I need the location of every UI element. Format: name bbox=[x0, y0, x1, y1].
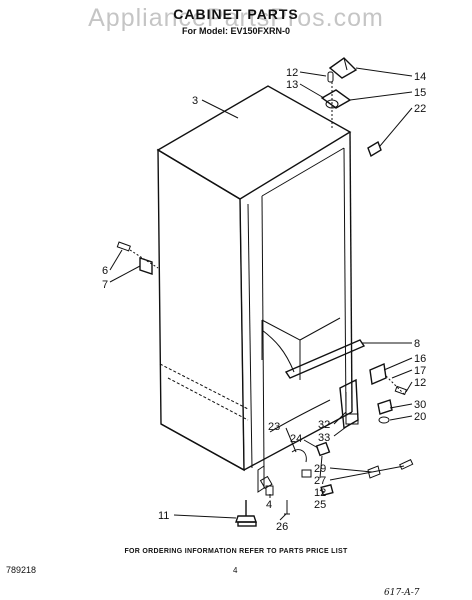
callout-17: 17 bbox=[414, 365, 426, 377]
callout-7: 7 bbox=[102, 279, 108, 291]
callout-29: 29 bbox=[314, 463, 326, 475]
callout-20: 20 bbox=[414, 411, 426, 423]
handwritten-note: 617-A-7 bbox=[384, 588, 420, 598]
callout-13: 13 bbox=[286, 79, 298, 91]
ordering-note: FOR ORDERING INFORMATION REFER TO PARTS … bbox=[124, 548, 348, 555]
callout-3: 3 bbox=[192, 95, 198, 107]
leader-lines bbox=[109, 67, 413, 521]
diagram-title: CABINET PARTS bbox=[173, 6, 299, 22]
document-code: 789218 bbox=[6, 565, 37, 575]
callout-24: 24 bbox=[290, 433, 302, 445]
right-lower-parts bbox=[265, 339, 414, 515]
top-hinge-assembly bbox=[320, 57, 382, 158]
callout-26: 26 bbox=[276, 521, 288, 533]
model-subtitle: For Model: EV150FXRN-0 bbox=[181, 26, 291, 36]
watermark: AppliancePartsPros.com bbox=[88, 4, 384, 32]
callout-27: 27 bbox=[314, 475, 326, 487]
callout-12: 12 bbox=[286, 67, 298, 79]
callout-6: 6 bbox=[102, 265, 108, 277]
callout-4: 4 bbox=[266, 499, 272, 511]
callout-12-bottom: 12 bbox=[314, 487, 326, 499]
callout-16: 16 bbox=[414, 353, 426, 365]
callout-22: 22 bbox=[414, 103, 426, 115]
callout-15: 15 bbox=[414, 87, 426, 99]
callout-23: 23 bbox=[268, 421, 280, 433]
callout-30: 30 bbox=[414, 399, 426, 411]
callout-25: 25 bbox=[314, 499, 326, 511]
callout-12-right: 12 bbox=[414, 377, 426, 389]
callout-14: 14 bbox=[414, 71, 426, 83]
callout-33: 33 bbox=[318, 432, 330, 444]
page-number: 4 bbox=[233, 566, 238, 575]
callout-11: 11 bbox=[158, 510, 169, 522]
callout-8: 8 bbox=[414, 338, 420, 350]
leveling-leg bbox=[235, 500, 257, 527]
callout-32: 32 bbox=[318, 419, 330, 431]
callout-labels: 12 13 14 15 22 3 6 7 8 16 17 12 30 20 32… bbox=[102, 67, 426, 533]
left-hinge-parts bbox=[116, 241, 159, 275]
